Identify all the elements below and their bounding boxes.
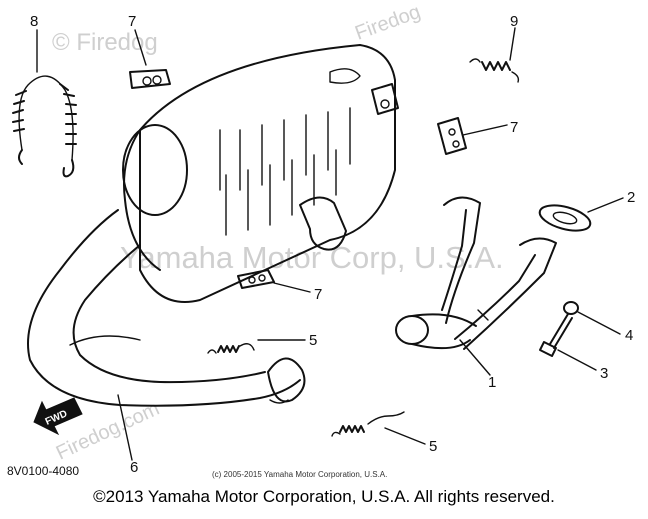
fwd-arrow-icon: FWD (33, 397, 83, 436)
part-7b-bracket (437, 117, 467, 155)
callout-1: 1 (488, 374, 496, 391)
callout-7c: 7 (314, 286, 322, 303)
callout-3: 3 (600, 365, 608, 382)
watermark-top-right: Firedog (352, 1, 423, 45)
part-4-washer (563, 301, 579, 315)
leader-7b (462, 124, 508, 136)
small-copyright: (c) 2005-2015 Yamaha Motor Corporation, … (212, 470, 387, 479)
callout-5a: 5 (309, 332, 317, 349)
leader-2 (587, 197, 624, 213)
part-5b-spring (331, 411, 405, 437)
callout-5b: 5 (429, 438, 437, 455)
callout-9: 9 (510, 13, 518, 30)
part-9-spring (469, 58, 520, 83)
diagram-code: 8V0100-4080 (7, 464, 79, 478)
part-3-bolt (539, 313, 573, 357)
callout-7b: 7 (510, 119, 518, 136)
part-7c-bracket (237, 269, 275, 289)
leader-4 (577, 311, 621, 335)
callout-4: 4 (625, 327, 633, 344)
leader-1 (459, 339, 491, 376)
part-7a-bracket (129, 69, 171, 89)
leader-6 (117, 394, 133, 461)
callout-8: 8 (30, 13, 38, 30)
part-2-gasket (538, 204, 592, 232)
part-6-exhaust-pipe (27, 209, 306, 407)
leader-7a (134, 29, 147, 66)
watermark-top-left: © Firedog (52, 29, 158, 56)
leader-3 (557, 349, 597, 371)
leader-9 (509, 27, 516, 61)
watermark-center: Yamaha Motor Corp, U.S.A. (120, 240, 504, 275)
leader-7c (273, 282, 311, 293)
callout-2: 2 (627, 189, 635, 206)
footer-copyright: ©2013 Yamaha Motor Corporation, U.S.A. A… (93, 487, 555, 506)
muffler-body (122, 44, 399, 303)
part-1-header-pipe (395, 196, 557, 350)
part-8-spring (12, 75, 77, 178)
callout-7a: 7 (128, 13, 136, 30)
callout-6: 6 (130, 459, 138, 476)
part-5a-spring (207, 343, 255, 354)
leader-5b (384, 427, 426, 445)
